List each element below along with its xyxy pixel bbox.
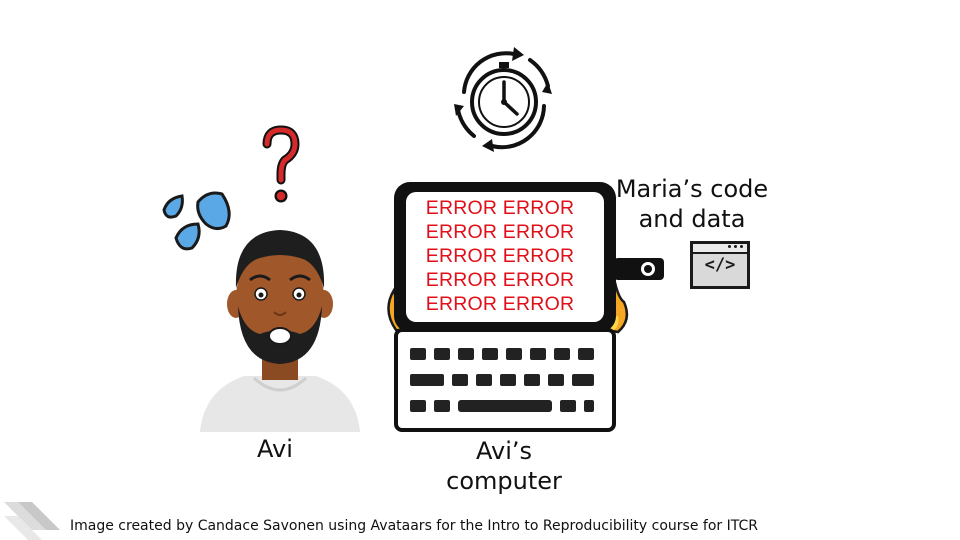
error-line: ERROR ERROR (425, 221, 575, 243)
sweat-drops-icon (162, 191, 231, 251)
computer-label-line1: Avi’s (475, 437, 532, 465)
error-line: ERROR ERROR (425, 293, 575, 315)
error-messages: ERROR ERROR ERROR ERROR ERROR ERROR ERRO… (408, 196, 592, 316)
question-mark-icon (262, 125, 300, 203)
code-window-icon: </> (690, 241, 750, 289)
code-window-text: </> (704, 255, 736, 275)
code-label: Maria’s code and data (612, 174, 772, 234)
stopwatch-cycle-icon (454, 47, 552, 152)
image-credit: Image created by Candace Savonen using A… (70, 518, 758, 534)
computer-label: Avi’s computer (434, 436, 574, 496)
avatar (200, 230, 360, 432)
logo-stripes-icon (4, 502, 60, 540)
code-label-line2: and data (638, 205, 746, 233)
error-line: ERROR ERROR (425, 197, 575, 219)
code-label-line1: Maria’s code (615, 175, 769, 203)
computer-illustration (387, 182, 664, 432)
error-line: ERROR ERROR (425, 269, 575, 291)
error-line: ERROR ERROR (425, 245, 575, 267)
person-name: Avi (257, 435, 293, 463)
computer-label-line2: computer (446, 467, 562, 495)
